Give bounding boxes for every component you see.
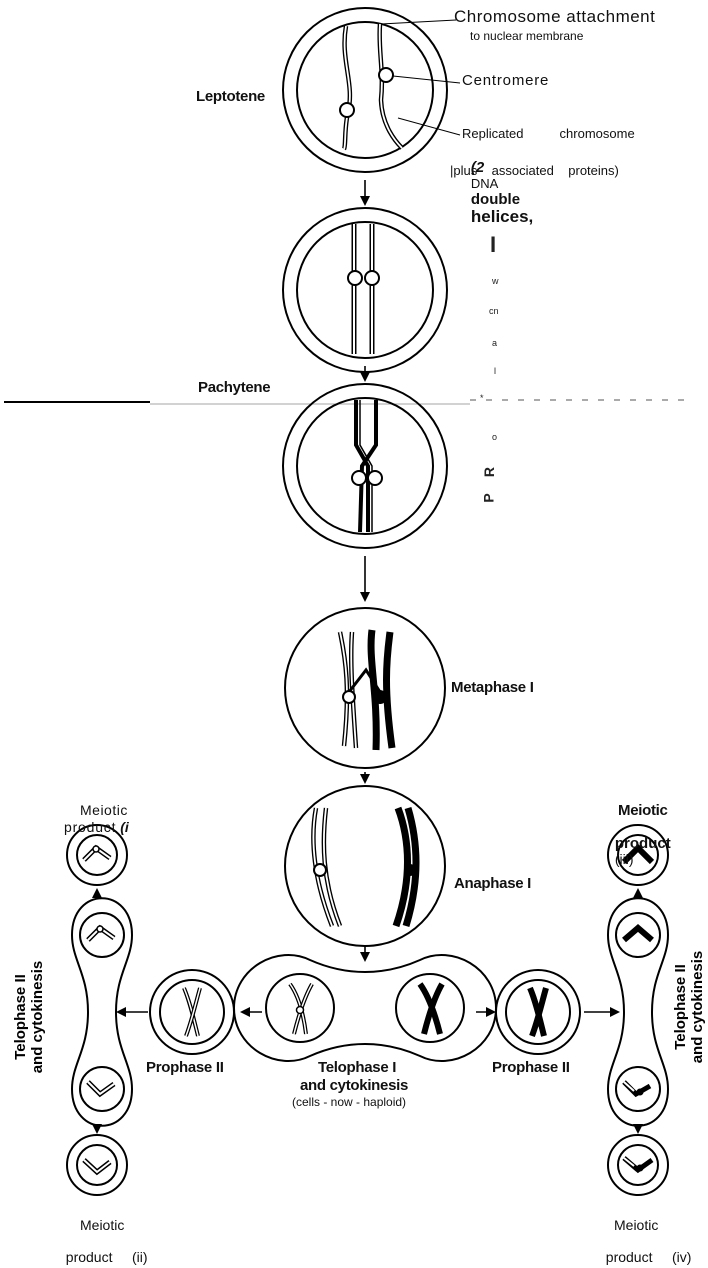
label-replicated-2b: DNA bbox=[470, 176, 499, 191]
label-mp-iv-2: product bbox=[605, 1249, 653, 1265]
label-replicated-3: |plus associated proteins) bbox=[450, 163, 619, 178]
label-metaphase1: Metaphase I bbox=[451, 679, 534, 696]
label-mp-iii-3: (iii) bbox=[614, 851, 634, 867]
label-mp-ii-3: (ii) bbox=[131, 1249, 148, 1265]
label-telophase2-right: Telophase II and cytokinesis bbox=[672, 950, 706, 1064]
label-prophase2-left: Prophase II bbox=[146, 1059, 224, 1076]
label-mp-i-1: Meiotic bbox=[80, 802, 128, 818]
artifact-0: I bbox=[490, 232, 497, 257]
label-mp-ii-row: product (ii) bbox=[58, 1236, 148, 1265]
flow-arrows bbox=[92, 180, 643, 1134]
label-replicated-2a: (2 bbox=[470, 159, 485, 176]
label-mp-iii-row: product (iii) bbox=[606, 820, 671, 868]
label-replicated-2d: helices, bbox=[470, 207, 534, 226]
label-pachytene: Pachytene bbox=[198, 379, 271, 396]
centromere-right bbox=[378, 67, 394, 83]
label-centromere: Centromere bbox=[462, 72, 550, 89]
label-replicated-2: (2 DNA double helices, bbox=[462, 144, 533, 226]
telophase2-right-cell bbox=[606, 897, 670, 1127]
label-chrom-attach-2: to nuclear membrane bbox=[470, 29, 584, 43]
meiotic-product-iv-cell bbox=[607, 1134, 669, 1196]
label-telophase1-3: (cells - now - haploid) bbox=[292, 1095, 407, 1109]
meiotic-product-iii-cell bbox=[607, 824, 669, 886]
label-replicated-1: Replicated chromosome bbox=[462, 126, 635, 141]
label-telophase2-left: Telophase II and cytokinesis bbox=[12, 960, 46, 1074]
label-mp-iv-row: product (iv) bbox=[598, 1236, 692, 1265]
prophase2-right-cell bbox=[495, 969, 581, 1055]
diplotene-cell bbox=[282, 383, 448, 549]
artifact-7: R bbox=[481, 466, 498, 478]
label-replicated-2c: double bbox=[470, 191, 521, 208]
centromere-left bbox=[339, 102, 355, 118]
artifact-3: a bbox=[492, 338, 498, 348]
label-prophase2-right: Prophase II bbox=[492, 1059, 570, 1076]
artifact-1: w bbox=[492, 276, 499, 286]
label-telophase1-2: and cytokinesis bbox=[300, 1077, 409, 1094]
label-mp-i-row: product (i bbox=[64, 820, 129, 834]
label-chrom-attach-1: Chromosome attachment bbox=[454, 7, 656, 26]
label-mp-ii-1: Meiotic bbox=[80, 1217, 125, 1233]
label-anaphase1: Anaphase I bbox=[454, 875, 532, 892]
zygotene-cell bbox=[282, 207, 448, 373]
label-mp-i-2: product bbox=[64, 819, 117, 835]
telophase2-left-cell bbox=[70, 897, 134, 1127]
label-mp-ii-2: product bbox=[65, 1249, 113, 1265]
label-leptotene: Leptotene bbox=[196, 88, 265, 105]
label-mp-iv-3: (iv) bbox=[671, 1249, 692, 1265]
prophase2-left-cell bbox=[149, 969, 235, 1055]
label-mp-iii-2: product bbox=[614, 835, 671, 852]
artifact-6: o bbox=[492, 432, 498, 442]
meiotic-product-i-cell bbox=[66, 824, 128, 886]
artifact-4: l bbox=[494, 366, 496, 376]
label-mp-iv-1: Meiotic bbox=[614, 1217, 659, 1233]
label-telophase1-1: Telophase I bbox=[318, 1059, 397, 1076]
artifact-2: cn bbox=[489, 306, 499, 316]
anaphase1-cell bbox=[284, 785, 446, 947]
metaphase1-cell bbox=[284, 607, 446, 769]
label-mp-iii-1: Meiotic bbox=[618, 802, 668, 819]
leptotene-cell bbox=[282, 7, 461, 173]
artifact-5: * bbox=[480, 393, 484, 403]
label-mp-i-3: (i bbox=[120, 819, 129, 835]
telophase1-cell bbox=[232, 954, 498, 1062]
meiotic-product-ii-cell bbox=[66, 1134, 128, 1196]
artifact-8: P bbox=[480, 493, 497, 503]
